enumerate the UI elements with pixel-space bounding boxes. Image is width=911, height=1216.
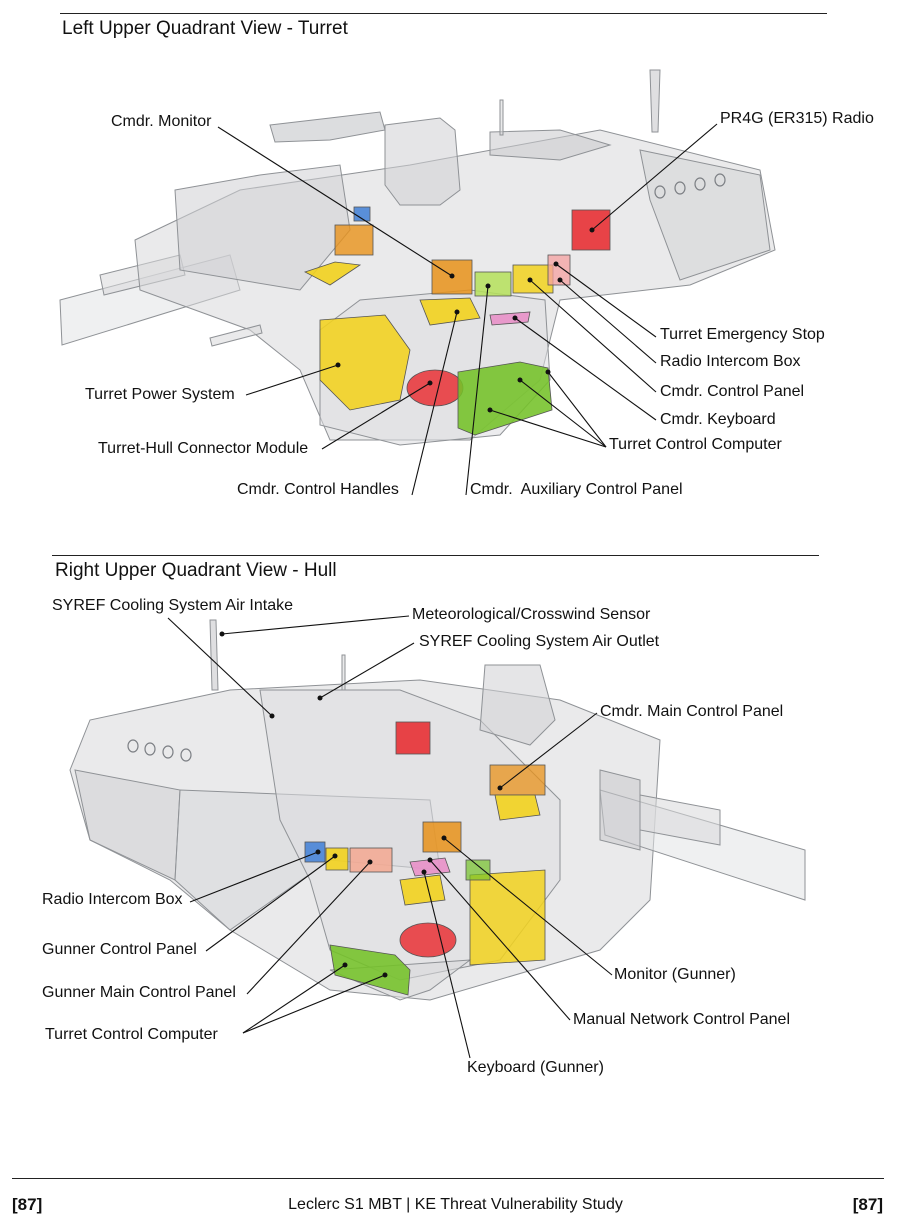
label-radio-intercom-box-hull: Radio Intercom Box: [42, 891, 183, 908]
label-cmdr-control-handles: Cmdr. Control Handles: [237, 481, 399, 498]
label-monitor-gunner: Monitor (Gunner): [614, 966, 736, 983]
label-cmdr-keyboard: Cmdr. Keyboard: [660, 411, 776, 428]
label-turret-hull-connector: Turret-Hull Connector Module: [98, 440, 309, 457]
label-cmdr-monitor: Cmdr. Monitor: [111, 113, 212, 130]
footer-rule: [12, 1178, 884, 1179]
page-number-right: [87]: [852, 1195, 883, 1214]
label-manual-network-panel: Manual Network Control Panel: [573, 1011, 790, 1028]
section-title-turret: Left Upper Quadrant View - Turret: [62, 18, 348, 39]
label-turret-power-system: Turret Power System: [85, 386, 235, 403]
label-gunner-main-panel: Gunner Main Control Panel: [42, 984, 236, 1001]
label-gunner-control-panel: Gunner Control Panel: [42, 941, 197, 958]
label-syref-intake: SYREF Cooling System Air Intake: [52, 597, 293, 614]
label-keyboard-gunner: Keyboard (Gunner): [467, 1059, 604, 1076]
label-pr4g-radio: PR4G (ER315) Radio: [720, 110, 874, 127]
label-radio-intercom-box-turret: Radio Intercom Box: [660, 353, 801, 370]
label-cmdr-aux-panel: Cmdr. Auxiliary Control Panel: [470, 481, 683, 498]
label-cmdr-main-panel: Cmdr. Main Control Panel: [600, 703, 784, 720]
section-rule-1: [60, 13, 827, 14]
label-turret-control-computer-turret: Turret Control Computer: [609, 436, 782, 453]
label-syref-outlet: SYREF Cooling System Air Outlet: [419, 633, 660, 650]
label-cmdr-control-panel: Cmdr. Control Panel: [660, 383, 805, 400]
label-turret-control-computer-hull: Turret Control Computer: [45, 1026, 218, 1043]
section-title-hull: Right Upper Quadrant View - Hull: [55, 560, 337, 581]
label-met-sensor: Meteorological/Crosswind Sensor: [412, 606, 651, 623]
label-turret-emergency-stop: Turret Emergency Stop: [660, 326, 825, 343]
footer-center-text: Leclerc S1 MBT | KE Threat Vulnerability…: [288, 1196, 623, 1213]
section-rule-2: [52, 555, 819, 556]
page-number-left: [87]: [12, 1195, 43, 1214]
